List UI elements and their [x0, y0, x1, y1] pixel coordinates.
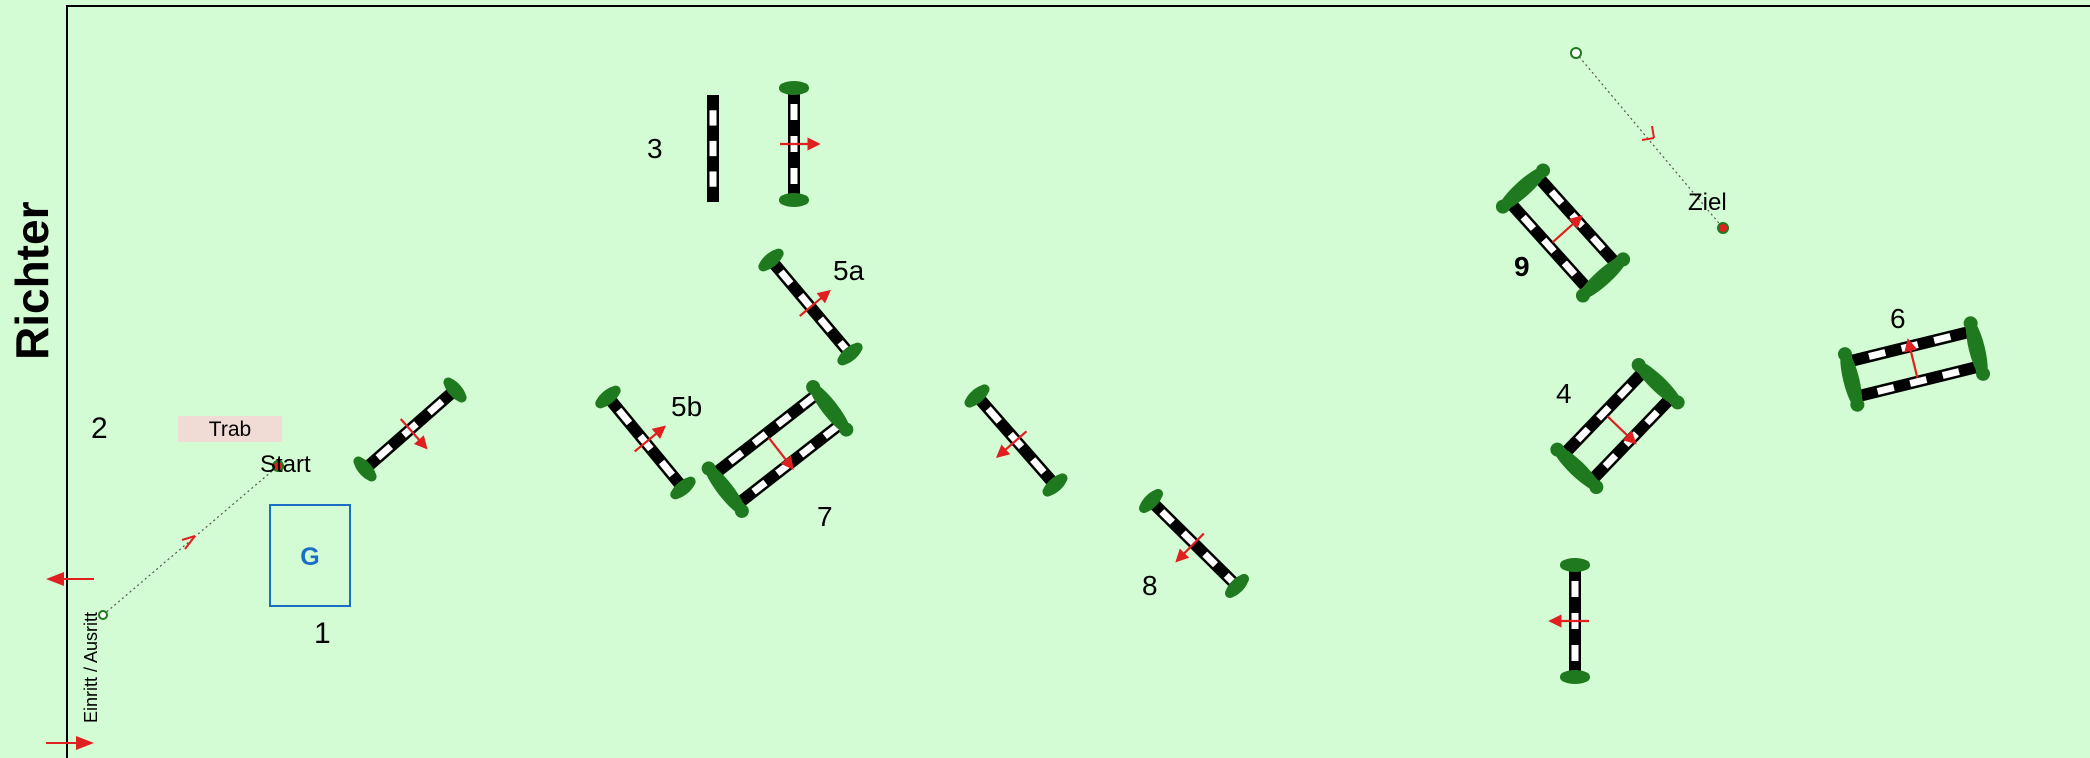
obstacle-j6 [1837, 316, 1991, 412]
standard-end [1560, 670, 1590, 684]
arena-border [66, 5, 2090, 758]
number-label-8: 8 [1142, 570, 1158, 601]
direction-arrow [1904, 338, 1919, 378]
pole-back [1562, 370, 1645, 455]
direction-arrow [768, 437, 794, 471]
direction-arrow [799, 289, 831, 317]
pole-front [1859, 361, 1977, 402]
direction-arrow [1606, 415, 1637, 445]
judge-label: Richter [6, 201, 58, 360]
standard-end [806, 380, 854, 437]
standard-start [964, 384, 990, 408]
entry-exit-arrows [46, 572, 94, 750]
standard-start [1495, 163, 1551, 214]
direction-arrow [399, 418, 428, 450]
trot-label: Trab [209, 418, 251, 441]
direction-arrow [1175, 532, 1205, 563]
obstacle-j_low [1548, 558, 1590, 684]
standard-end [1575, 252, 1631, 303]
obstacle-j_mid [964, 384, 1068, 497]
direction-arrow [633, 425, 667, 453]
g-box [269, 504, 351, 607]
standard-start [758, 248, 784, 272]
standard-start [1837, 347, 1865, 412]
standard-end [670, 476, 696, 500]
standard-start [353, 456, 377, 482]
standard-end [837, 342, 863, 366]
finish-path [1570, 47, 1729, 234]
finish-label: Ziel [1688, 189, 1727, 216]
number-label-1: 1 [314, 617, 331, 650]
number-label-6: 6 [1890, 303, 1906, 334]
obstacle-j9 [1495, 163, 1631, 303]
number-label-7: 7 [817, 501, 833, 532]
pole-front [1508, 201, 1590, 290]
obstacle-j5a [758, 248, 863, 366]
trot-zone [178, 416, 282, 442]
obstacles [353, 81, 1991, 684]
start-path [98, 460, 284, 620]
standard-start [701, 461, 749, 518]
obstacle-j7 [701, 380, 854, 518]
standard-end [443, 377, 467, 403]
standard-start [779, 81, 809, 95]
standard-start [1138, 488, 1164, 514]
number-label-4: 4 [1556, 378, 1572, 409]
standard-end [1042, 473, 1068, 497]
obstacle-j5b [595, 385, 696, 500]
direction-arrow [995, 430, 1028, 459]
standard-end [779, 193, 809, 207]
direction-arrow [1551, 215, 1583, 244]
standard-end [1224, 573, 1250, 599]
number-label-3: 3 [647, 133, 663, 164]
standard-start [1560, 558, 1590, 572]
entry-exit-label: Einritt / Ausritt [81, 612, 101, 723]
number-label-5b: 5b [671, 391, 702, 422]
pole-back [714, 392, 818, 476]
obstacle-j1 [353, 377, 467, 482]
standard-start [595, 385, 621, 409]
standard-end [1631, 357, 1685, 410]
number-label-2: 2 [91, 412, 108, 445]
obstacle-j4 [1550, 357, 1685, 495]
number-label-5a: 5a [833, 255, 865, 286]
obstacle-j8 [1138, 488, 1250, 599]
number-label-9: 9 [1514, 251, 1530, 282]
start-label: Start [260, 451, 311, 478]
obstacle-j3b [779, 81, 821, 207]
standard-end [1963, 316, 1991, 381]
standard-start [1550, 442, 1604, 495]
g-box-label: G [300, 543, 319, 571]
